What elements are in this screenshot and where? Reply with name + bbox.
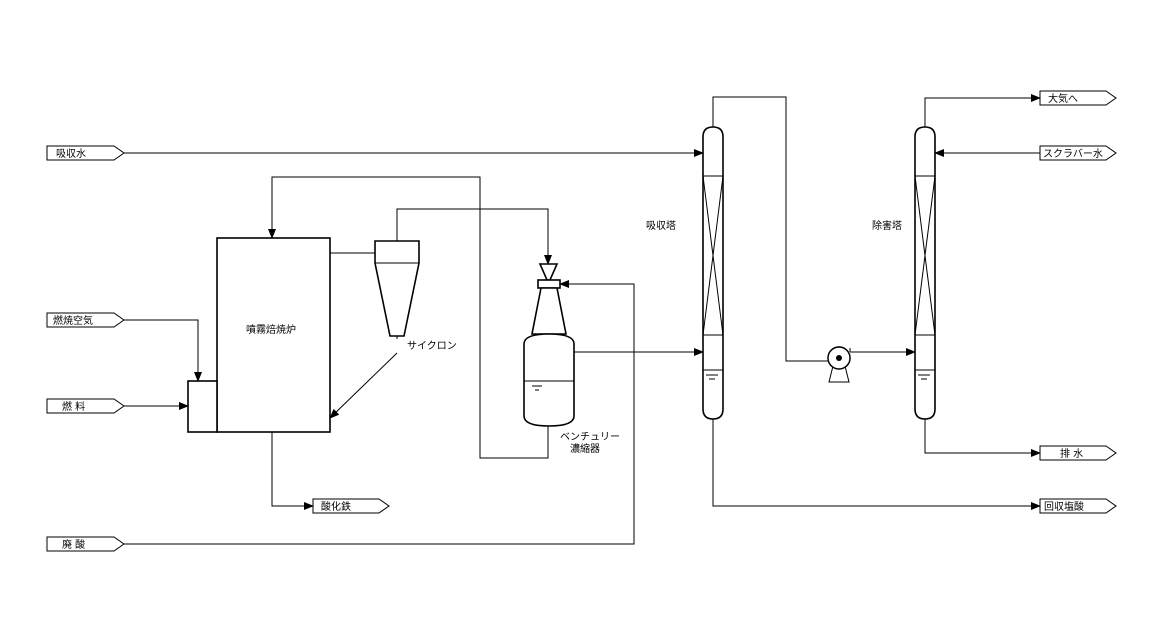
svg-text:排 水: 排 水 xyxy=(1060,447,1083,460)
svg-text:回収塩酸: 回収塩酸 xyxy=(1044,500,1084,513)
svg-text:吸収塔: 吸収塔 xyxy=(646,219,676,232)
stream-tag-scrubber-water: スクラバー水 xyxy=(1039,145,1117,161)
svg-text:濃縮器: 濃縮器 xyxy=(570,442,600,455)
svg-text:廃 酸: 廃 酸 xyxy=(62,538,85,551)
svg-text:スクラバー水: スクラバー水 xyxy=(1043,148,1103,160)
cyclone: サイクロン xyxy=(374,240,457,352)
piping xyxy=(124,94,1041,545)
svg-text:燃 料: 燃 料 xyxy=(62,400,85,413)
svg-text:ベンチュリー: ベンチュリー xyxy=(560,431,620,443)
venturi-concentrator: ベンチュリー 濃縮器 xyxy=(523,263,620,455)
svg-text:除害塔: 除害塔 xyxy=(872,219,902,232)
svg-text:吸収水: 吸収水 xyxy=(56,148,86,160)
svg-text:酸化鉄: 酸化鉄 xyxy=(321,500,351,513)
burner-box xyxy=(187,380,218,433)
stream-tag-fuel: 燃 料 xyxy=(46,398,125,414)
absorption-tower: 吸収塔 xyxy=(646,126,724,420)
stream-tag-waste-acid: 廃 酸 xyxy=(46,536,125,552)
svg-text:大気へ: 大気へ xyxy=(1048,92,1078,105)
stream-tag-drain: 排 水 xyxy=(1039,445,1117,461)
stream-tag-combustion-air: 燃焼空気 xyxy=(46,312,125,328)
svg-text:燃焼空気: 燃焼空気 xyxy=(53,314,93,327)
spray-roaster: 噴霧焙焼炉 xyxy=(216,237,331,433)
scrubber-tower: 除害塔 xyxy=(872,126,936,420)
svg-text:サイクロン: サイクロン xyxy=(407,340,457,352)
stream-tag-iron-oxide: 酸化鉄 xyxy=(312,498,390,514)
stream-tag-recovered-hcl: 回収塩酸 xyxy=(1039,498,1117,514)
pump-icon xyxy=(827,346,851,383)
svg-text:噴霧焙焼炉: 噴霧焙焼炉 xyxy=(246,323,296,336)
stream-tag-to-atmosphere: 大気へ xyxy=(1039,90,1117,106)
stream-tag-absorb-water: 吸収水 xyxy=(46,145,125,161)
